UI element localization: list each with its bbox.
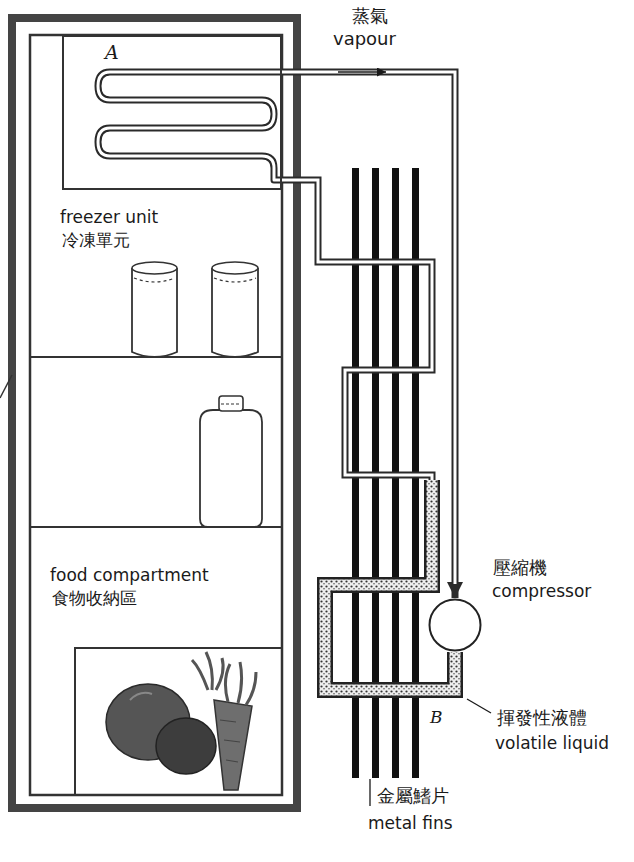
part-name: 冷凍單元 — [62, 231, 130, 251]
volatile-liquid-fill — [325, 480, 455, 690]
evaporator-coil — [98, 72, 282, 180]
flow-label: vapour — [333, 29, 396, 50]
part-name: 食物收納區 — [52, 589, 137, 609]
bottle — [200, 410, 262, 527]
part-name: volatile liquid — [495, 734, 609, 754]
leader-line — [369, 779, 370, 806]
flow-label: 蒸氣 — [352, 6, 388, 27]
part-name: 金屬鰭片 — [377, 786, 449, 807]
freezer-box: Afreezer unit冷凍單元 — [62, 35, 282, 190]
overlay-drawing — [325, 72, 491, 806]
part-name: metal fins — [368, 814, 453, 834]
carrot — [214, 700, 252, 790]
vegetable — [156, 718, 216, 774]
fridge-cabinet — [12, 18, 297, 808]
can-rim — [134, 278, 175, 282]
part-name: compressor — [492, 582, 591, 602]
vegetable-leaves — [192, 652, 223, 690]
compressor-circle — [430, 600, 481, 651]
can-rim — [214, 278, 256, 282]
fridge-inner-wall — [30, 35, 282, 795]
refrigerant-pipe — [282, 180, 455, 690]
carrot-lines — [220, 720, 240, 762]
compressor-outline — [428, 598, 482, 652]
liquid-pipe — [325, 480, 455, 690]
pipe-connector-group — [282, 180, 455, 690]
carrot-top — [225, 662, 256, 705]
door-edge — [0, 375, 12, 398]
evaporator-coil-inner — [98, 72, 282, 180]
part-letter: A — [105, 42, 119, 64]
connector-layer — [282, 72, 455, 690]
crisper-drawer — [75, 648, 282, 795]
flow-arrow — [338, 71, 386, 73]
can-top — [212, 262, 258, 274]
part-name: 壓縮機 — [493, 558, 547, 579]
can — [132, 268, 177, 357]
cap-line — [221, 403, 241, 404]
pipe-inner — [282, 180, 455, 690]
part-name: 揮發性液體 — [497, 708, 587, 729]
part-name: food compartment — [50, 566, 209, 586]
compressor-node: 壓縮機compressor — [428, 598, 482, 652]
can-top — [132, 262, 177, 274]
vegetable-shine — [130, 693, 152, 700]
part-name: freezer unit — [60, 208, 158, 228]
leader-line — [467, 699, 491, 713]
part-letter: B — [430, 708, 443, 728]
can — [212, 268, 258, 357]
bottle-cap — [219, 396, 243, 411]
